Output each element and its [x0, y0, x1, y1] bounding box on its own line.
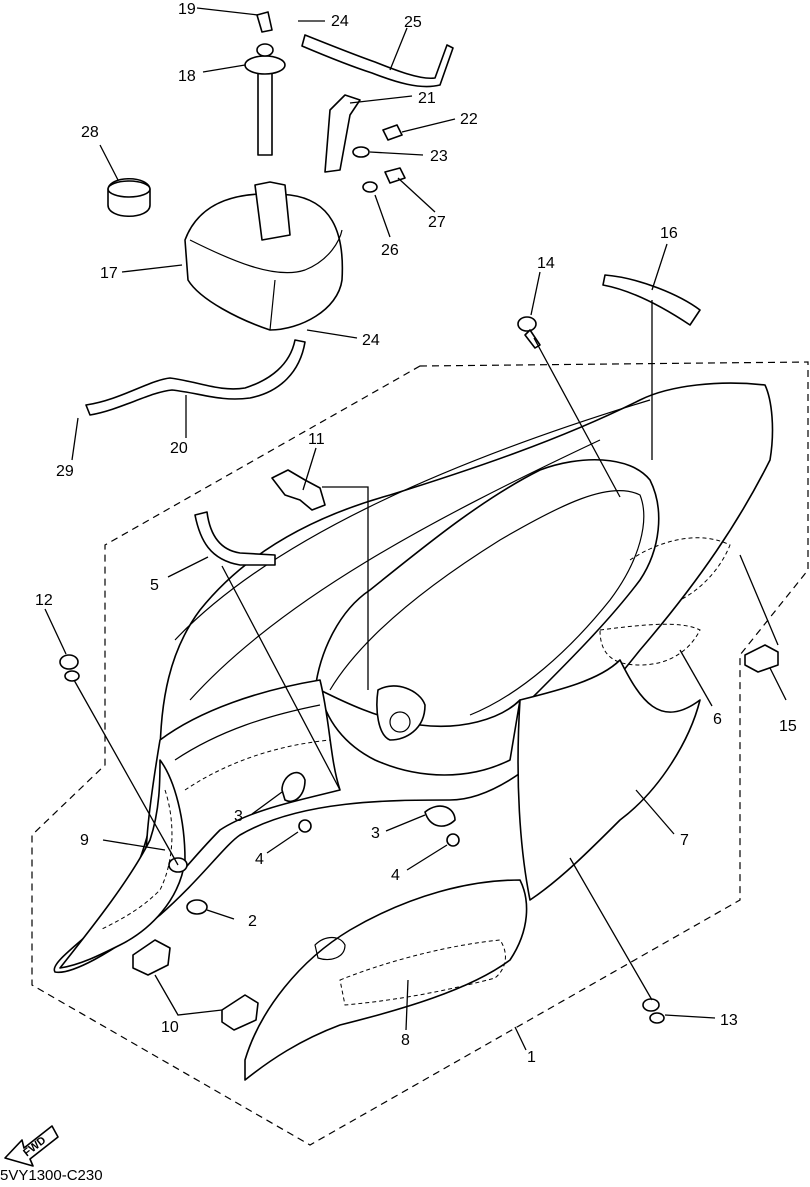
- part-4-nut-left: [298, 819, 312, 833]
- callout-2: 2: [248, 913, 257, 930]
- callout-1: 1: [527, 1049, 536, 1066]
- callout-labels: 1 2 3 3 4 4 5 6 7 8 9 10 11 12 13 14 15 …: [35, 1, 797, 1066]
- callout-28: 28: [81, 124, 99, 141]
- callout-21: 21: [418, 90, 436, 107]
- callout-26: 26: [381, 242, 399, 259]
- rear-cowling: [53, 382, 774, 1081]
- callout-24b: 24: [362, 332, 380, 349]
- leader-lines: [44, 7, 787, 1051]
- callout-22: 22: [460, 111, 478, 128]
- callout-14: 14: [537, 255, 555, 272]
- callout-5: 5: [150, 577, 159, 594]
- callout-29: 29: [56, 463, 74, 480]
- callout-7: 7: [680, 832, 689, 849]
- callout-16: 16: [660, 225, 678, 242]
- part-5-strip: [194, 511, 276, 566]
- part-11-bracket: [271, 469, 326, 511]
- callout-20: 20: [170, 440, 188, 457]
- part-10-pad-left: [132, 939, 171, 976]
- part-4-nut-right: [446, 833, 460, 847]
- callout-27: 27: [428, 214, 446, 231]
- callout-10: 10: [161, 1019, 179, 1036]
- diagram-code: 5VY1300-C230: [0, 1167, 103, 1184]
- callout-3a: 3: [234, 808, 243, 825]
- callout-15: 15: [779, 718, 797, 735]
- part-3-clip-left: [281, 771, 306, 802]
- callout-12: 12: [35, 592, 53, 609]
- callout-18: 18: [178, 68, 196, 85]
- part-10-pad-right: [221, 994, 259, 1031]
- callout-11: 11: [308, 431, 325, 448]
- part-15-clip: [744, 644, 779, 673]
- callout-4a: 4: [255, 851, 264, 868]
- callout-6: 6: [713, 711, 722, 728]
- callout-19: 19: [178, 1, 196, 18]
- fuel-tank-assembly: [85, 11, 454, 416]
- callout-4b: 4: [391, 867, 400, 884]
- callout-8: 8: [401, 1032, 410, 1049]
- part-12-screw: [59, 654, 80, 682]
- fwd-arrow-icon: FWD: [4, 1125, 59, 1167]
- callout-9: 9: [80, 832, 89, 849]
- callout-24a: 24: [331, 13, 349, 30]
- part-3-clip-right: [424, 805, 456, 827]
- part-2-grommet: [186, 899, 208, 915]
- callout-23: 23: [430, 148, 448, 165]
- callout-3b: 3: [371, 825, 380, 842]
- callout-13: 13: [720, 1012, 738, 1029]
- part-13-screw: [642, 998, 665, 1024]
- assembly-boundary: [31, 361, 809, 1146]
- callout-25: 25: [404, 14, 422, 31]
- callout-17: 17: [100, 265, 118, 282]
